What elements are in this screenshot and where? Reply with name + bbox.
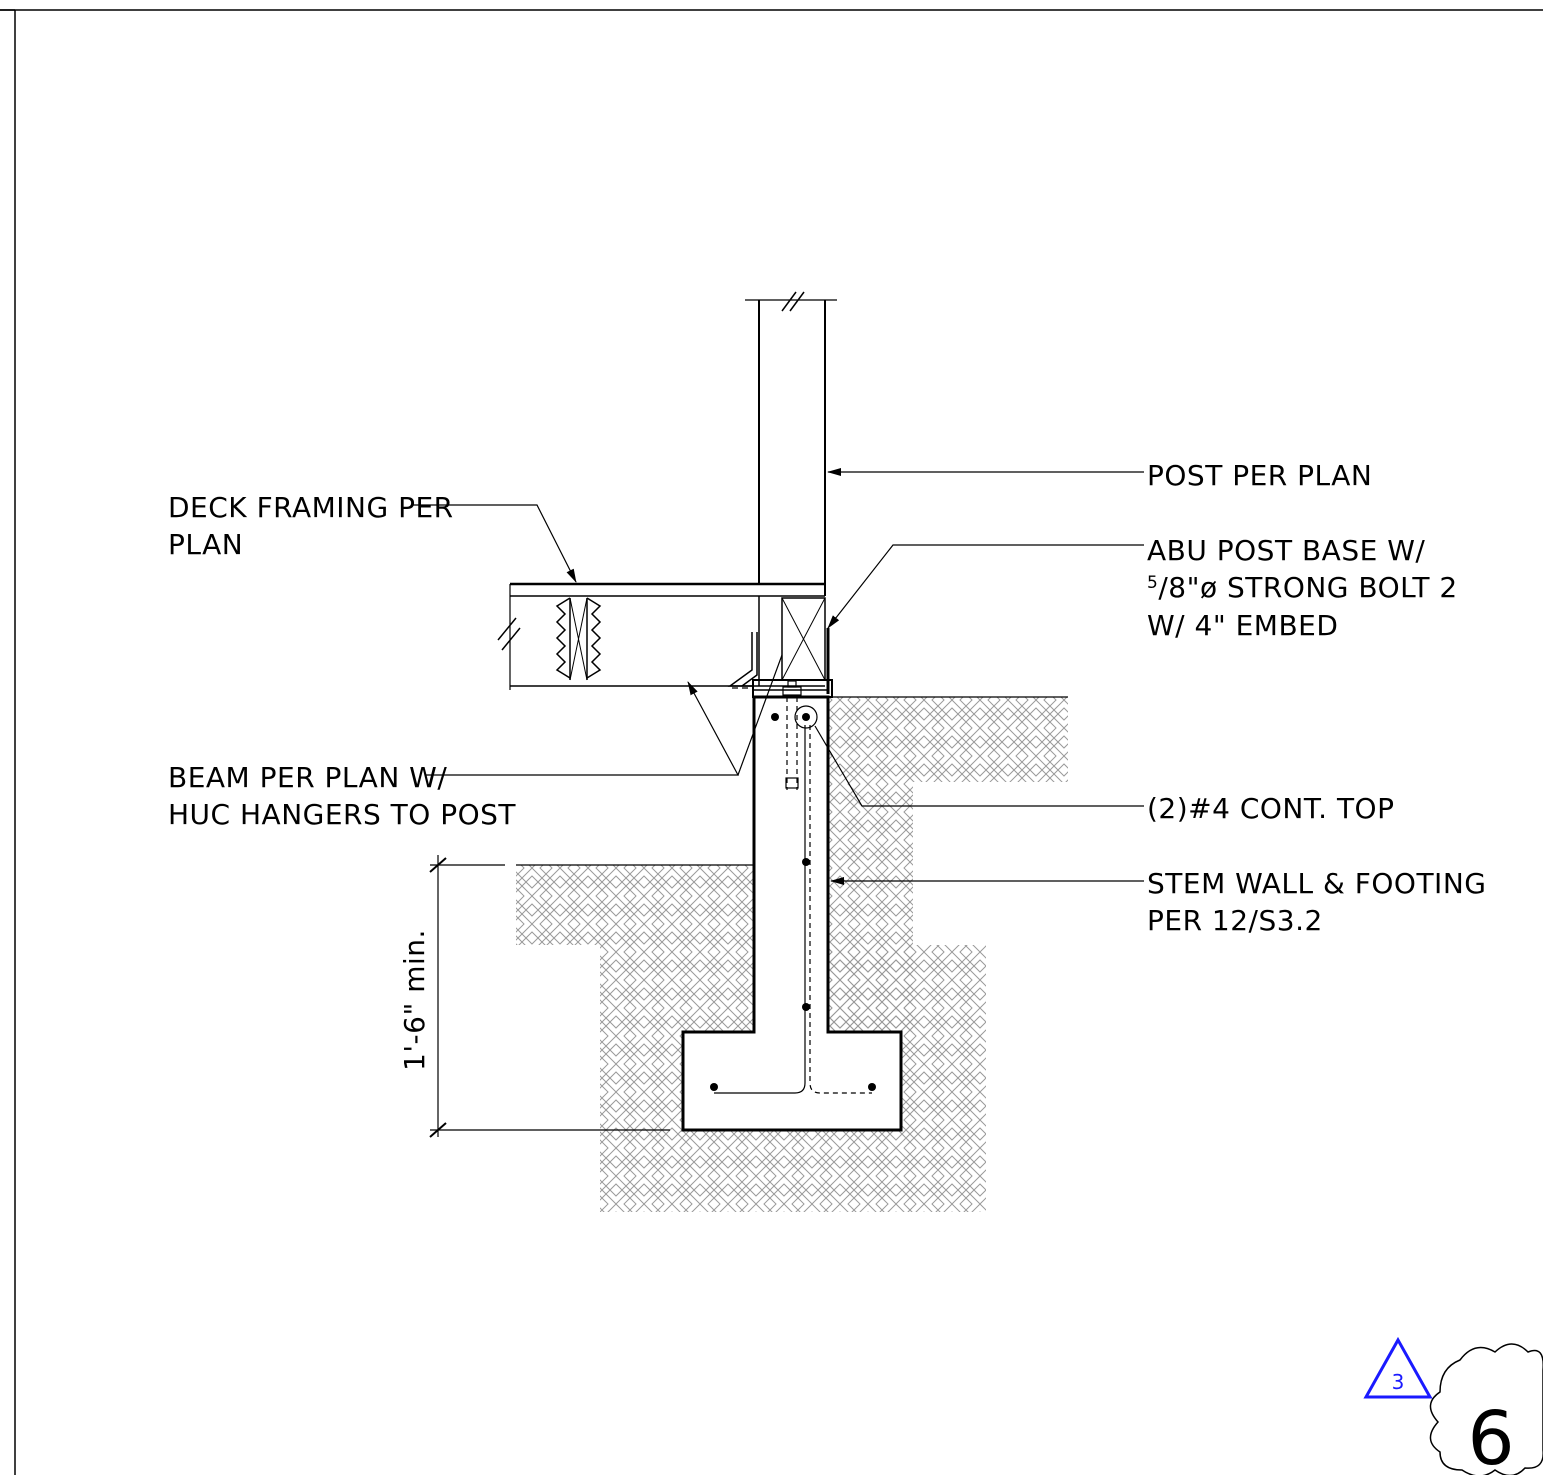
label-post-base-1: ABU POST BASE W/ (1147, 534, 1425, 567)
fraction-numerator: 5 (1147, 573, 1158, 593)
dimension-text: 1'-6" min. (398, 929, 431, 1071)
grade-lines (516, 696, 1068, 866)
label-rebar: (2)#4 CONT. TOP (1147, 792, 1394, 825)
deck-joist (555, 597, 602, 681)
leaders (412, 468, 1144, 885)
rebar (714, 725, 872, 1094)
beam (509, 582, 825, 690)
post-base (752, 628, 833, 698)
rebar-callout-circle (794, 705, 818, 729)
revision-number: 3 (1392, 1370, 1405, 1394)
detail-number: 6 (1467, 1396, 1514, 1475)
beam-break-mark (497, 617, 521, 651)
label-stem-2: PER 12/S3.2 (1147, 904, 1323, 937)
stem-wall-footing (681, 695, 903, 1132)
sheet-border (0, 9, 1543, 1475)
earth-hatch (516, 697, 1068, 1212)
label-deck-1: DECK FRAMING PER (168, 491, 454, 524)
detail-number-cloud: 6 (1429, 1343, 1543, 1475)
rebar-dots (710, 713, 876, 1091)
revision-triangle: 3 (1363, 1336, 1433, 1399)
label-post: POST PER PLAN (1147, 459, 1372, 492)
label-stem-1: STEM WALL & FOOTING (1147, 867, 1486, 900)
dimension-line (429, 855, 670, 1138)
label-post-base-2: 5/8"ø STRONG BOLT 2 (1147, 571, 1458, 604)
label-beam-2: HUC HANGERS TO POST (168, 798, 516, 831)
label-post-base-3: W/ 4" EMBED (1147, 609, 1338, 642)
post (745, 291, 837, 686)
label-deck-2: PLAN (168, 528, 243, 561)
label-post-base-2-rest: /8"ø STRONG BOLT 2 (1158, 571, 1457, 604)
hanger (727, 632, 758, 689)
label-beam-1: BEAM PER PLAN W/ (168, 761, 447, 794)
